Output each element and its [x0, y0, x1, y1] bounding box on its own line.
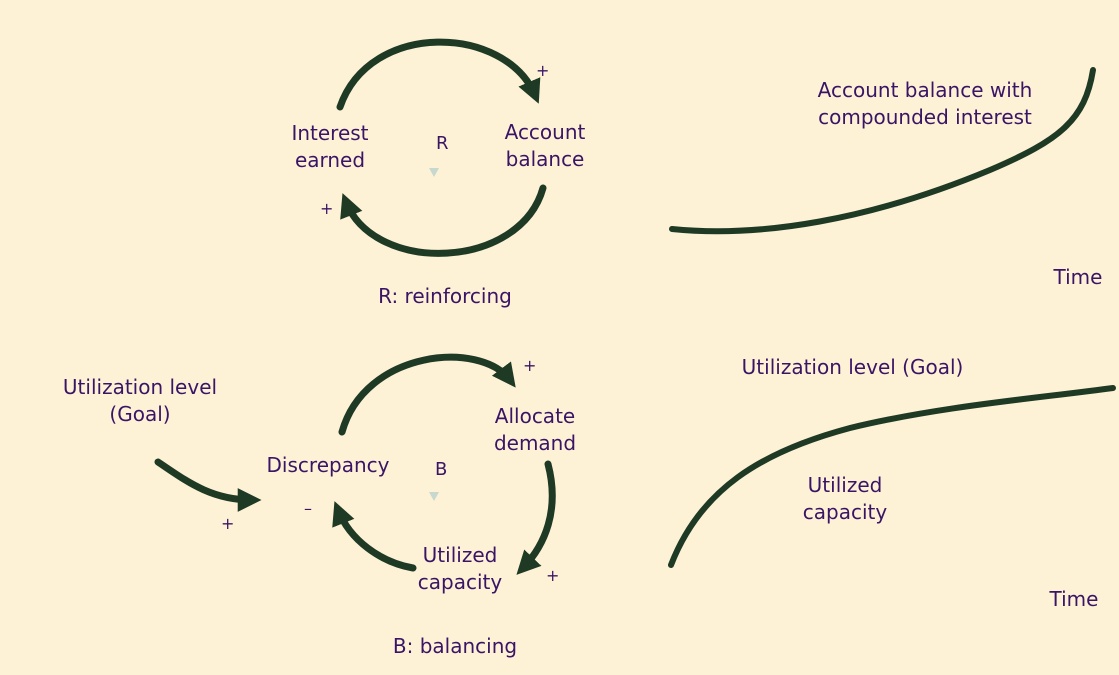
account-balance-label: Account balance	[504, 120, 586, 171]
reinforcing-sign-bottom: +	[320, 199, 334, 218]
arrow-discrepancy-to-allocate	[338, 353, 516, 436]
arrow-allocate-to-utilized	[516, 460, 556, 575]
reinforcing-loop-letter: R	[436, 133, 449, 154]
arrow-goal-to-discrepancy	[154, 458, 262, 512]
utilized-capacity-label: Utilized capacity	[417, 543, 503, 594]
utilized-capacity-curve-label: Utilized capacity	[802, 473, 888, 524]
balancing-caption: B: balancing	[392, 634, 518, 658]
utilized-capacity-curve	[668, 385, 1116, 568]
arrow-interest-to-balance	[336, 38, 541, 111]
balancing-sign-right: +	[546, 566, 560, 585]
compounded-interest-curve-label: Account balance with compounded interest	[817, 78, 1033, 129]
utilization-goal-label: Utilization level (Goal)	[62, 375, 218, 426]
balancing-sign-goal: +	[221, 514, 235, 533]
balancing-sign-discrepancy: –	[304, 499, 312, 518]
balancing-loop-marker	[429, 492, 439, 501]
reinforcing-sign-top: +	[536, 61, 550, 80]
arrow-utilized-to-discrepancy	[332, 501, 417, 572]
balancing-sign-top: +	[523, 356, 537, 375]
balancing-loop-letter: B	[435, 459, 448, 480]
allocate-demand-label: Allocate demand	[493, 404, 577, 455]
goal-level-label: Utilization level (Goal)	[741, 355, 964, 379]
arrow-balance-to-interest	[340, 184, 547, 257]
discrepancy-label: Discrepancy	[266, 453, 390, 477]
top-graph-time-label: Time	[1053, 265, 1103, 289]
bottom-graph-time-label: Time	[1049, 587, 1099, 611]
reinforcing-loop-marker	[429, 168, 439, 177]
interest-earned-label: Interest earned	[291, 121, 369, 172]
reinforcing-caption: R: reinforcing	[378, 284, 512, 308]
compounded-interest-curve	[669, 67, 1096, 235]
